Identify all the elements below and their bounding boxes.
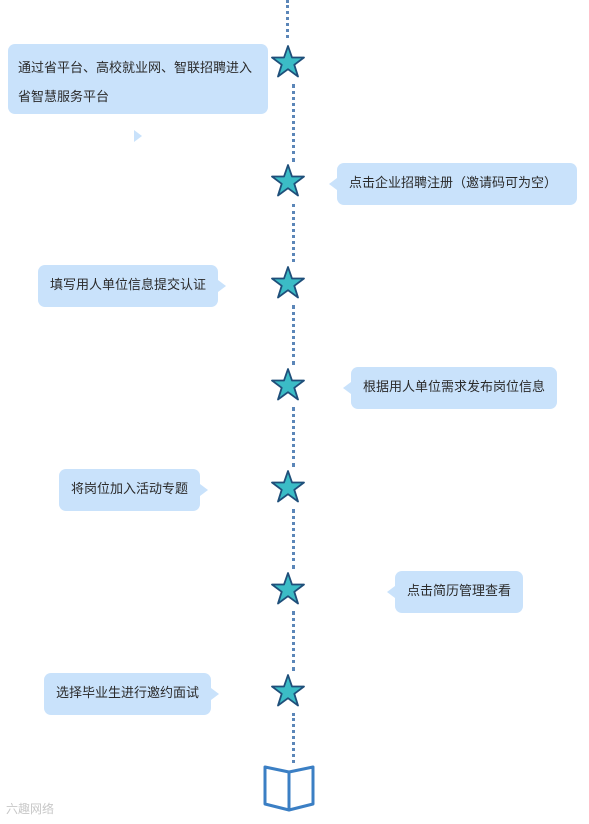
timeline-segment <box>292 84 295 162</box>
star-icon <box>271 164 305 197</box>
open-book-icon <box>263 765 315 812</box>
step-4-text: 根据用人单位需求发布岗位信息 <box>363 380 546 395</box>
timeline-segment <box>292 713 295 763</box>
star-icon <box>271 266 305 299</box>
step-6-text: 点击简历管理查看 <box>407 584 512 599</box>
step-1-bubble: 通过省平台、高校就业网、智联招聘进入省智慧服务平台 <box>8 44 268 114</box>
timeline-segment <box>286 0 289 38</box>
timeline-segment <box>292 204 295 262</box>
star-icon <box>271 572 305 605</box>
step-7-bubble: 选择毕业生进行邀约面试 <box>44 673 220 715</box>
step-5-text: 将岗位加入活动专题 <box>71 482 189 497</box>
watermark-text: 六趣网络 <box>6 802 55 816</box>
star-icon <box>271 674 305 707</box>
step-6-bubble: 点击简历管理查看 <box>386 571 524 613</box>
step-1-text: 通过省平台、高校就业网、智联招聘进入省智慧服务平台 <box>18 61 253 105</box>
step-2-text: 点击企业招聘注册（邀请码可为空） <box>349 176 558 191</box>
step-4-bubble: 根据用人单位需求发布岗位信息 <box>342 367 558 409</box>
star-icon <box>271 368 305 401</box>
step-3-bubble: 填写用人单位信息提交认证 <box>38 265 227 307</box>
timeline-segment <box>292 305 295 365</box>
step-5-bubble: 将岗位加入活动专题 <box>59 469 209 511</box>
timeline-segment <box>292 509 295 569</box>
timeline-segment <box>292 407 295 467</box>
watermark: 六趣网络 <box>6 800 54 817</box>
step-7-text: 选择毕业生进行邀约面试 <box>56 686 200 701</box>
step-1-pointer <box>134 130 142 142</box>
star-icon <box>271 45 305 78</box>
step-2-bubble: 点击企业招聘注册（邀请码可为空） <box>329 163 577 205</box>
timeline-segment <box>292 611 295 671</box>
step-3-text: 填写用人单位信息提交认证 <box>50 278 207 293</box>
star-icon <box>271 470 305 503</box>
